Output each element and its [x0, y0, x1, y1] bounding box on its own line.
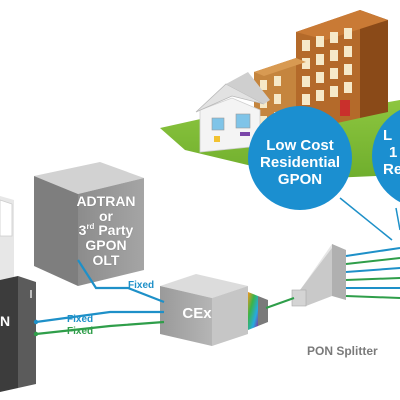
fiber-left-green [35, 320, 165, 336]
apartment-building-icon [296, 10, 388, 132]
partial-info-circle [372, 109, 400, 203]
olt-line-3: 3rd Party [78, 222, 134, 239]
residential-gpon-text: Low Cost Residential GPON [259, 137, 341, 188]
olt-box [34, 162, 144, 286]
olt-line-4: GPON [85, 237, 127, 254]
pon-splitter-icon [291, 244, 346, 307]
fiber-left-blue [35, 310, 164, 324]
olt-line-5: OLT [92, 251, 120, 268]
left-dark-box [0, 276, 36, 392]
olt-line-1: ADTRAN [76, 193, 136, 209]
olt-label: ADTRAN or 3rd Party GPON OLT [66, 194, 146, 267]
partial-circle-text: L 1 Re [383, 127, 400, 178]
link-label-left-blue: Fixed [67, 314, 94, 325]
link-label-left-green: Fixed [67, 326, 94, 337]
link-label-olt-cex: Fixed [128, 280, 155, 291]
olt-line-2: or [99, 207, 113, 224]
left-rack-frame [0, 196, 14, 300]
leader-line-2 [395, 207, 400, 231]
pon-splitter-label: PON Splitter [307, 344, 378, 358]
residential-gpon-circle [248, 106, 352, 210]
fiber-olt-to-cex [77, 259, 165, 304]
left-box-label: N [0, 313, 11, 329]
cex-label: CEx [182, 305, 212, 322]
connector-blue-dot [33, 319, 39, 325]
house-icon [195, 72, 270, 153]
fiber-cex-to-splitter [265, 297, 295, 309]
leader-line-1 [339, 197, 393, 241]
cex-box [160, 274, 268, 346]
connector-green-dot [33, 331, 39, 337]
splitter-output-fibers [345, 247, 400, 299]
